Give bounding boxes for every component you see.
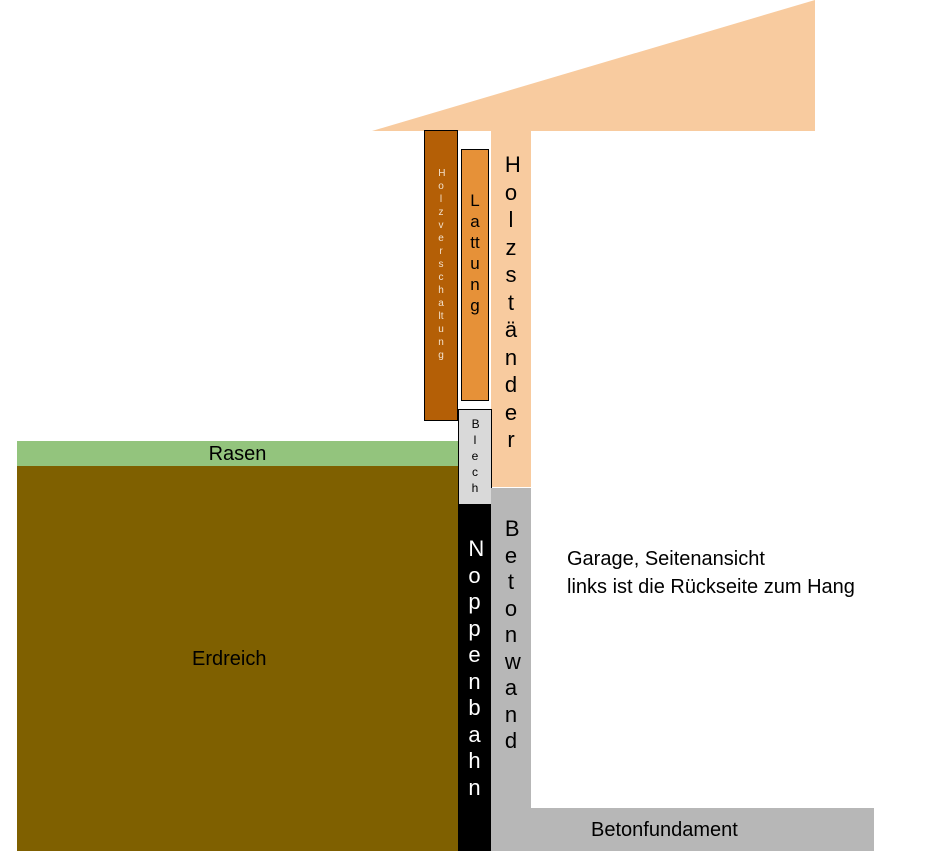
lattung: Lattung: [461, 149, 489, 401]
rasen: Rasen: [17, 441, 458, 466]
caption-line-1: Garage, Seitenansicht: [567, 548, 765, 570]
blech-label: Blech: [471, 417, 480, 495]
roof: [372, 0, 815, 131]
erdreich: Erdreich: [17, 466, 458, 851]
betonfundament: Betonfundament: [491, 808, 874, 851]
erdreich-label: Erdreich: [192, 648, 267, 670]
caption: Garage, Seitenansicht links ist die Rück…: [567, 545, 855, 601]
noppenbahn: Noppenbahn: [458, 504, 491, 851]
betonwand-label: Betonwand: [504, 516, 521, 753]
lattung-label: Lattung: [470, 191, 480, 315]
blech: Blech: [458, 409, 492, 505]
noppenbahn-label: Noppenbahn: [468, 536, 485, 800]
betonfundament-label: Betonfundament: [591, 819, 738, 841]
holzstaender: Holzständer: [491, 131, 531, 487]
caption-line-2: links ist die Rückseite zum Hang: [567, 576, 855, 598]
rasen-label: Rasen: [208, 443, 267, 465]
betonwand: Betonwand: [491, 488, 531, 809]
holzverschaltung-label: Holzverschaltung: [438, 168, 446, 361]
holzstaender-label: Holzständer: [504, 152, 521, 452]
holzverschaltung: Holzverschaltung: [424, 130, 458, 421]
